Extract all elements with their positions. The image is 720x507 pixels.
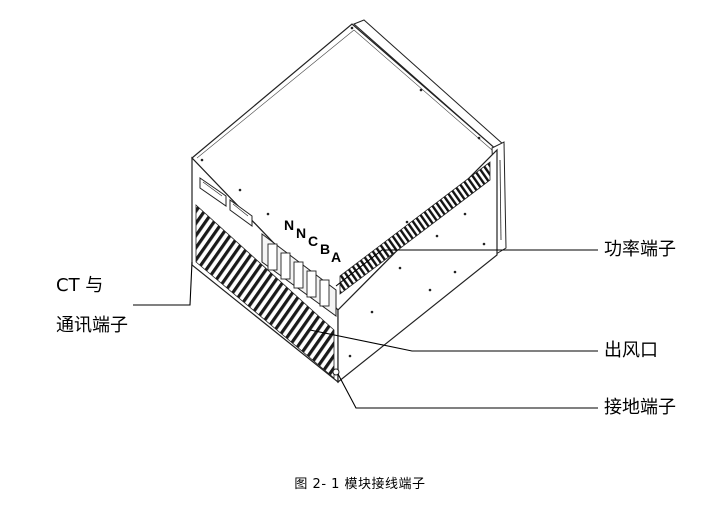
power-terminal-label: 功率端子 (604, 239, 676, 260)
phase-letter-a: A (331, 249, 341, 265)
leader-ct (133, 261, 193, 306)
phase-letter-b: B (320, 241, 330, 257)
ct-connector (199, 177, 227, 207)
phase-letter-n2: N (296, 225, 306, 241)
leader-ground (337, 373, 598, 409)
screw-holes (200, 26, 486, 358)
ground-terminal-label: 接地端子 (604, 397, 676, 418)
leader-outlet (309, 329, 598, 352)
figure-caption: 图 2- 1 模块接线端子 (294, 477, 426, 492)
air-outlet-grill (195, 204, 335, 379)
comm-connector (229, 199, 253, 227)
phase-letter-c: C (308, 233, 318, 249)
phase-letters: N N C B A (284, 217, 341, 265)
ground-terminal (332, 368, 340, 376)
air-outlet-label: 出风口 (604, 340, 658, 361)
phase-letter-n1: N (284, 217, 294, 233)
terminal-posts (267, 243, 330, 307)
ct-label-line2: 通讯端子 (56, 315, 128, 336)
front-vent-strip (339, 161, 491, 295)
leader-lines (133, 249, 598, 409)
leader-power (335, 249, 598, 287)
ct-label-line1: CT 与 (56, 275, 104, 296)
